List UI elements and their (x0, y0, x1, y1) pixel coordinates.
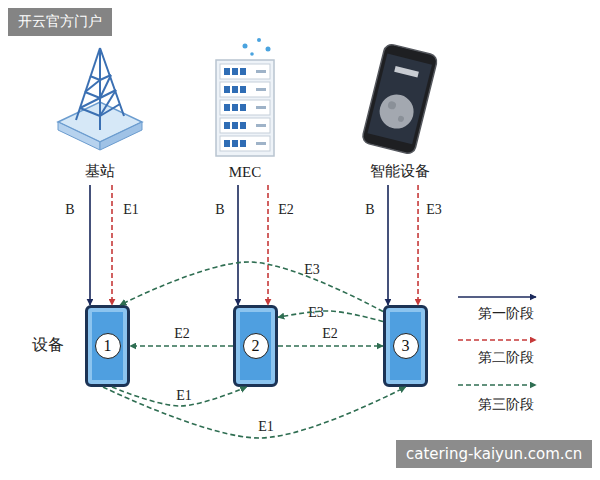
solid-arrow (89, 185, 91, 305)
dashed-arrow (130, 345, 233, 347)
solid-arrow (237, 185, 239, 305)
signal-label: B (365, 202, 374, 218)
legend-sample (458, 339, 536, 341)
signal-label: E3 (304, 262, 320, 278)
node-label: MEC (205, 164, 285, 181)
dashed-arrow (267, 185, 269, 305)
user-device: 1 (85, 305, 130, 387)
signal-label: E2 (174, 326, 190, 342)
base-station-icon (58, 48, 142, 150)
smart-device: 智能设备 (345, 45, 455, 185)
signal-label: E1 (176, 388, 192, 404)
signal-label: E2 (278, 202, 294, 218)
dashed-arrow (278, 345, 383, 347)
node-label: 基站 (50, 162, 150, 181)
user-device: 2 (233, 305, 278, 387)
signal-label: E3 (308, 305, 324, 321)
signal-label: E1 (123, 202, 139, 218)
legend-sample (458, 384, 536, 386)
watermark: catering-kaiyun.com.cn (396, 440, 592, 468)
dashed-arrow (112, 387, 247, 406)
dashed-arrow (278, 311, 383, 321)
mec-server: MEC (205, 45, 285, 185)
device-label: 设备 (32, 335, 64, 356)
legend-label: 第三阶段 (478, 396, 534, 414)
legend-label: 第二阶段 (478, 349, 534, 367)
dashed-arrow (103, 387, 406, 438)
signal-label: E3 (426, 202, 442, 218)
legend-label: 第一阶段 (478, 305, 534, 323)
device-number: 2 (243, 333, 269, 359)
signal-label: B (215, 202, 224, 218)
dashed-arrow (111, 185, 113, 305)
user-device: 3 (383, 305, 428, 387)
signal-label: E1 (258, 419, 274, 435)
base-station: 基站 (50, 45, 150, 185)
watermark: 开云官方门户 (8, 8, 112, 36)
server-icon (216, 38, 274, 156)
signal-label: E2 (322, 326, 338, 342)
signal-label: B (65, 202, 74, 218)
legend-sample (458, 296, 536, 298)
node-label: 智能设备 (345, 162, 455, 181)
dashed-arrow (417, 185, 419, 305)
phone-icon (361, 43, 438, 155)
solid-arrow (387, 185, 389, 305)
dashed-arrow (120, 262, 383, 312)
device-number: 1 (95, 333, 121, 359)
device-number: 3 (393, 333, 419, 359)
